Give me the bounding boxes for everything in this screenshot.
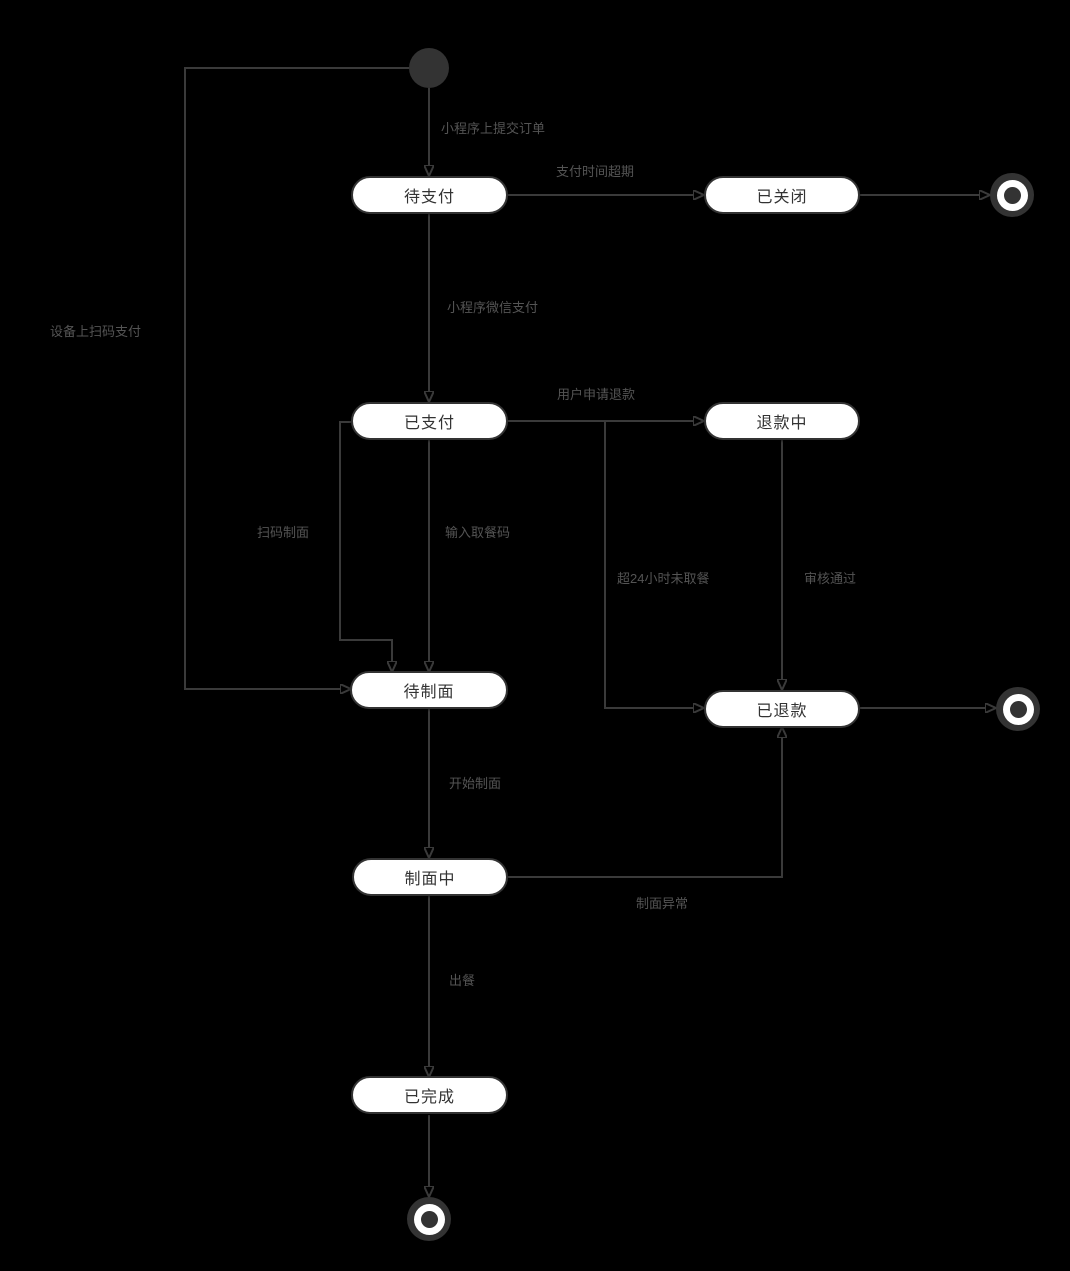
final-state-ring xyxy=(996,179,1028,211)
state-node-pending-payment: 待支付 xyxy=(351,176,508,214)
edge-label-start-making: 开始制面 xyxy=(449,776,502,791)
edge-initial-to-awaiting xyxy=(184,67,409,689)
final-state-node-3 xyxy=(407,1197,451,1241)
edge-label-payment-timeout: 支付时间超期 xyxy=(556,164,635,179)
final-state-dot xyxy=(1009,700,1027,718)
final-state-ring xyxy=(1002,693,1034,725)
edge-label-serve-meal: 出餐 xyxy=(449,973,476,988)
edge-label-enter-pickup-code: 输入取餐码 xyxy=(445,525,511,540)
state-node-awaiting-noodle-making: 待制面 xyxy=(350,671,508,709)
state-node-refunding: 退款中 xyxy=(704,402,860,440)
state-label: 已支付 xyxy=(403,415,455,432)
edge-label-scan-to-make: 扫码制面 xyxy=(257,525,310,540)
final-state-dot xyxy=(420,1210,438,1228)
state-node-noodle-making: 制面中 xyxy=(352,858,508,896)
final-state-dot xyxy=(1003,186,1021,204)
edge-label-scan-pay-on-device: 设备上扫码支付 xyxy=(50,324,142,339)
edge-noodle-making-to-refunded xyxy=(508,737,782,878)
state-node-closed: 已关闭 xyxy=(704,176,860,214)
edge-paid-to-refunded xyxy=(604,421,694,708)
state-label: 制面中 xyxy=(404,871,456,888)
state-label: 退款中 xyxy=(756,415,808,432)
final-state-node-2 xyxy=(996,687,1040,731)
state-label: 已关闭 xyxy=(756,189,808,206)
state-node-completed: 已完成 xyxy=(351,1076,508,1114)
edge-label-user-request-refund: 用户申请退款 xyxy=(557,387,636,402)
edge-label-over-24h-no-pickup: 超24小时未取餐 xyxy=(617,571,710,586)
state-label: 待制面 xyxy=(403,684,455,701)
edge-label-making-error: 制面异常 xyxy=(636,896,689,911)
edge-label-review-passed: 审核通过 xyxy=(804,571,857,586)
final-state-node-1 xyxy=(990,173,1034,217)
edge-paid-to-awaiting-scan xyxy=(339,421,392,662)
state-label: 待支付 xyxy=(403,189,455,206)
initial-state-node xyxy=(409,48,449,88)
final-state-ring xyxy=(413,1203,445,1235)
state-label: 已完成 xyxy=(403,1089,455,1106)
edge-label-submit-order: 小程序上提交订单 xyxy=(441,121,546,136)
state-node-refunded: 已退款 xyxy=(704,690,860,728)
state-node-paid: 已支付 xyxy=(351,402,508,440)
state-label: 已退款 xyxy=(756,703,808,720)
edge-label-wechat-pay: 小程序微信支付 xyxy=(447,300,539,315)
